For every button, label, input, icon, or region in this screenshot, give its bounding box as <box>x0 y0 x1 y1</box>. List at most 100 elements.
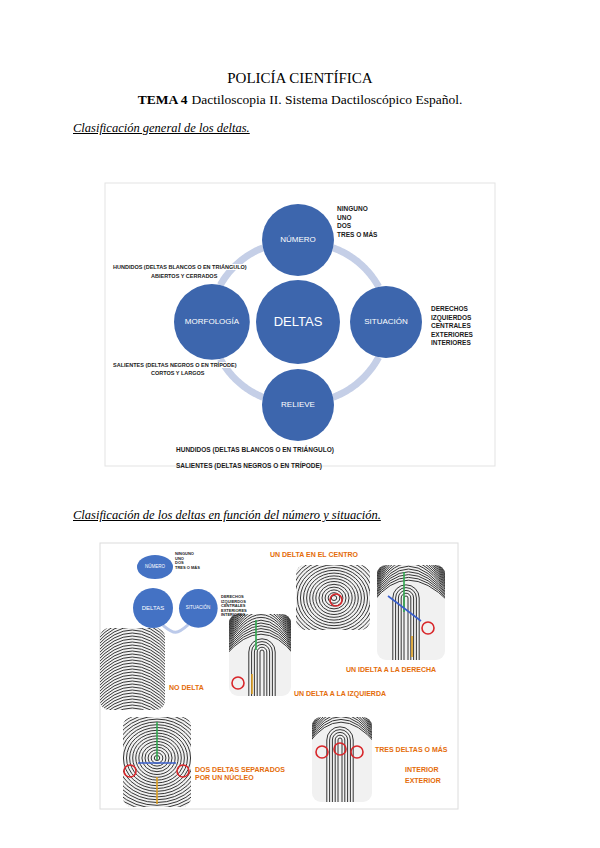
circle-label: NÚMERO <box>280 236 316 245</box>
circle-label: SITUACIÓN <box>364 318 408 327</box>
ridge-line <box>296 565 370 630</box>
delta-marker <box>232 677 244 689</box>
ridge-line <box>249 639 275 696</box>
guide-line <box>251 674 253 694</box>
ridge-line <box>312 717 372 722</box>
list-item: IZQUIERDOS <box>431 314 471 321</box>
ridge-line <box>296 565 370 630</box>
circle-label: RELIEVE <box>281 401 315 410</box>
ridge-line <box>296 565 370 630</box>
ridge-line <box>322 587 346 609</box>
list-item: CENTRALES <box>431 322 471 329</box>
guide-line <box>388 596 421 621</box>
mini-circle: NÚMERO <box>137 555 173 579</box>
circle-shape <box>174 284 250 360</box>
ridge-line <box>377 565 445 585</box>
ridge-line <box>312 717 372 723</box>
ridge-line <box>100 708 165 710</box>
ridge-line <box>377 565 445 575</box>
ridge-line <box>319 584 349 611</box>
ridge-line <box>257 647 267 696</box>
ridge-line <box>377 565 445 587</box>
ridge-line <box>377 565 445 568</box>
ridge-line <box>312 717 372 726</box>
ridge-line <box>312 717 372 718</box>
ridge-line <box>296 565 370 630</box>
ridge-line <box>312 717 372 721</box>
fingerprint-image <box>377 565 445 660</box>
ridge-line <box>304 570 365 625</box>
guide-line <box>411 636 413 657</box>
delta-marker <box>334 743 346 755</box>
section-heading: Clasificación de los deltas en función d… <box>73 508 381 522</box>
delta-marker <box>124 765 136 777</box>
circle-shape <box>137 555 173 579</box>
list-item: ABIERTOS Y CERRADOS <box>150 273 218 279</box>
ridge-line <box>123 717 191 807</box>
circle-label: NÚMERO <box>145 565 165 570</box>
ridge-line <box>296 565 370 630</box>
ridge-line <box>332 732 347 802</box>
delta-marker <box>316 746 328 758</box>
list-item: EXTERIORES <box>431 331 473 338</box>
guide-line <box>255 620 257 650</box>
ridge-line <box>229 614 291 635</box>
cycle-arc <box>333 248 379 287</box>
ridge-line <box>296 565 370 630</box>
ridge-line <box>123 717 191 805</box>
ridge-line <box>296 565 370 630</box>
topic-number: TEMA 4 <box>138 92 188 108</box>
category-circle: RELIEVE <box>262 369 334 441</box>
page-title: POLICÍA CIENTÍFICA <box>227 70 372 87</box>
mini-circle: DELTAS <box>133 588 173 628</box>
circle-shape <box>262 369 334 441</box>
guide-line <box>403 572 405 612</box>
ridge-line <box>123 717 191 807</box>
circle-label: SITUACIÓN <box>186 606 211 611</box>
link-arc <box>163 625 188 633</box>
list-item: DERECHOS <box>431 305 468 312</box>
ridge-line <box>377 565 445 578</box>
ridge-line <box>229 614 291 643</box>
image-caption: DOS DELTAS SEPARADOS POR UN NÚCLEO <box>195 766 295 782</box>
ridge-line <box>330 730 351 802</box>
ridge-line <box>377 565 445 574</box>
delta-marker <box>330 594 342 606</box>
delta-marker <box>422 622 434 634</box>
ridge-line <box>296 565 370 630</box>
ridge-line <box>229 614 291 638</box>
image-caption: INTERIOR <box>405 766 438 774</box>
ridge-line <box>123 717 191 807</box>
ridge-line <box>100 702 165 710</box>
ridge-line <box>312 717 372 738</box>
ridge-line <box>377 565 445 583</box>
category-circle: NÚMERO <box>262 204 334 276</box>
ridge-line <box>325 590 343 606</box>
list-item: SALIENTES (DELTAS NEGROS O EN TRÍPODE) <box>112 362 238 368</box>
delta-marker <box>351 746 363 758</box>
list-item: INTERIORES <box>431 339 471 346</box>
ridge-line <box>254 644 269 696</box>
ridge-line <box>229 614 291 634</box>
ridge-line <box>296 565 370 630</box>
list-item: UNO <box>337 214 351 221</box>
list-item: HUNDIDOS (DELTAS BLANCOS O EN TRIÁNGULO) <box>176 446 334 453</box>
fingerprint-image <box>123 717 191 807</box>
ridge-line <box>313 579 355 618</box>
ridge-line <box>377 565 445 573</box>
ridge-line <box>401 593 411 660</box>
ridge-line <box>377 565 445 577</box>
ridge-line <box>123 717 191 807</box>
guide-line <box>156 777 158 804</box>
ridge-line <box>312 717 372 720</box>
ridge-line <box>312 717 372 732</box>
ridge-line <box>312 717 372 735</box>
ridge-line <box>229 614 291 641</box>
ridge-line <box>296 565 370 630</box>
ridge-line <box>316 582 352 615</box>
ridge-line <box>296 565 370 630</box>
circle-shape <box>133 588 173 628</box>
ridge-line <box>312 717 372 728</box>
